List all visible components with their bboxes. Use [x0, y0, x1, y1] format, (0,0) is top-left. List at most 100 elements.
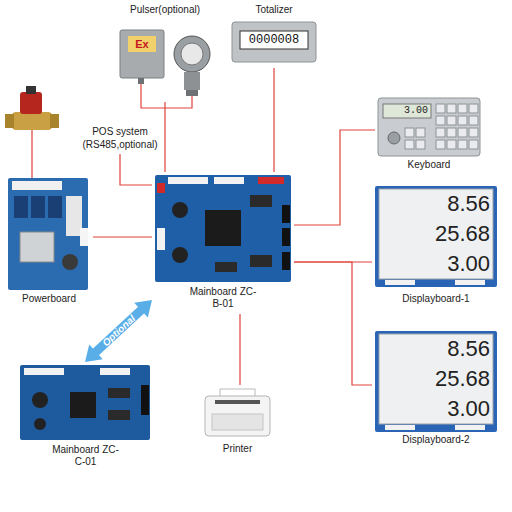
key — [447, 128, 456, 137]
relay — [48, 196, 62, 218]
totalizer-case — [232, 22, 316, 62]
capacitor — [34, 418, 46, 430]
component-label: Totalizer — [228, 4, 320, 16]
keypad-lock — [388, 132, 400, 144]
capacitor — [172, 247, 188, 263]
pulser-art — [120, 30, 210, 108]
cpu-chip — [205, 210, 241, 246]
capacitor — [172, 202, 188, 218]
displayboard-node: 8.5625.683.00Displayboard-1 — [372, 183, 500, 307]
connector — [80, 228, 88, 246]
valve-body — [12, 112, 52, 130]
keyboard-art — [378, 98, 480, 156]
pulser-node: Pulser(optional) — [115, 2, 215, 102]
printer-node: Printer — [200, 385, 275, 460]
key — [416, 140, 425, 149]
cpu-chip — [70, 392, 96, 418]
pulser-head — [174, 36, 210, 72]
pcb — [8, 178, 88, 290]
lcd-reading: 8.56 — [382, 191, 490, 217]
valve-coil — [20, 92, 42, 114]
wire-connector — [294, 130, 375, 225]
connector — [282, 205, 290, 223]
ex-marking: Ex — [128, 37, 156, 51]
powerboard-art — [8, 178, 88, 290]
lcd-reading: 8.56 — [382, 336, 490, 362]
component-label: Mainboard ZC-B-01 — [188, 286, 258, 310]
component-label: POS system (RS485,optional) — [75, 125, 165, 151]
relay — [14, 196, 28, 218]
wire-connector — [294, 262, 372, 385]
display-2-art — [375, 331, 497, 432]
chip — [250, 255, 272, 267]
connector-line — [95, 310, 141, 353]
key — [416, 128, 425, 137]
transformer — [20, 232, 54, 262]
component-label: Displayboard-2 — [372, 434, 500, 446]
key — [436, 140, 445, 149]
chip — [250, 195, 272, 207]
lcd-reading: 3.00 — [382, 251, 490, 277]
valve-wire — [31, 128, 32, 178]
key — [469, 140, 478, 149]
ex-gland — [138, 78, 144, 84]
key — [469, 116, 478, 125]
key — [458, 104, 467, 113]
capacitor — [62, 254, 78, 270]
connector-line — [239, 314, 240, 385]
solenoid-valve — [5, 86, 59, 178]
pcb — [375, 331, 497, 432]
key — [436, 128, 445, 137]
key — [436, 104, 445, 113]
connector-line — [120, 154, 152, 185]
display-1-art — [375, 186, 497, 287]
connector — [24, 368, 64, 375]
connector — [141, 385, 149, 415]
key — [458, 116, 467, 125]
component-label: Powerboard — [5, 293, 93, 305]
connector — [385, 280, 415, 285]
connector-line — [294, 262, 372, 385]
mainboard-node: Mainboard ZC-C-01 — [18, 362, 153, 477]
keypad-case — [378, 98, 480, 156]
component-label: Displayboard-1 — [372, 293, 500, 305]
key — [447, 104, 456, 113]
paper-slot — [215, 400, 260, 404]
printer-art — [205, 389, 270, 436]
key — [405, 140, 414, 149]
powerboard-node: Powerboard — [5, 175, 93, 307]
key — [458, 128, 467, 137]
pulser-nut — [186, 90, 198, 96]
arrow-head — [85, 344, 103, 362]
connector — [214, 177, 244, 184]
ex-box — [120, 30, 164, 78]
lcd-reading: 25.68 — [382, 366, 490, 392]
totalizer-art — [232, 22, 316, 62]
component-label: Printer — [200, 443, 275, 455]
printer-case — [205, 396, 270, 436]
displayboard-node: 8.5625.683.00Displayboard-2 — [372, 328, 500, 448]
chip — [108, 388, 130, 398]
connector — [168, 177, 208, 184]
edge-label: Optional — [100, 314, 137, 349]
key — [447, 116, 456, 125]
connector-line — [273, 68, 274, 172]
connector — [157, 183, 165, 193]
connector — [455, 425, 485, 430]
chip — [215, 262, 237, 272]
mainboard-b-art — [155, 175, 291, 282]
valve-port — [5, 114, 14, 128]
wire-connector — [120, 154, 152, 185]
pulser-face — [181, 43, 203, 65]
pulser-body — [184, 72, 200, 90]
printer-front — [212, 414, 263, 430]
key — [447, 140, 456, 149]
totalizer-window — [240, 31, 308, 49]
wire-connector — [165, 102, 166, 172]
heatsink — [66, 196, 82, 236]
keyboard-node: 3.00Keyboard — [375, 95, 483, 173]
arrow-head — [134, 300, 152, 318]
pcb — [20, 365, 150, 440]
pcb — [375, 186, 497, 287]
connector — [455, 280, 485, 285]
